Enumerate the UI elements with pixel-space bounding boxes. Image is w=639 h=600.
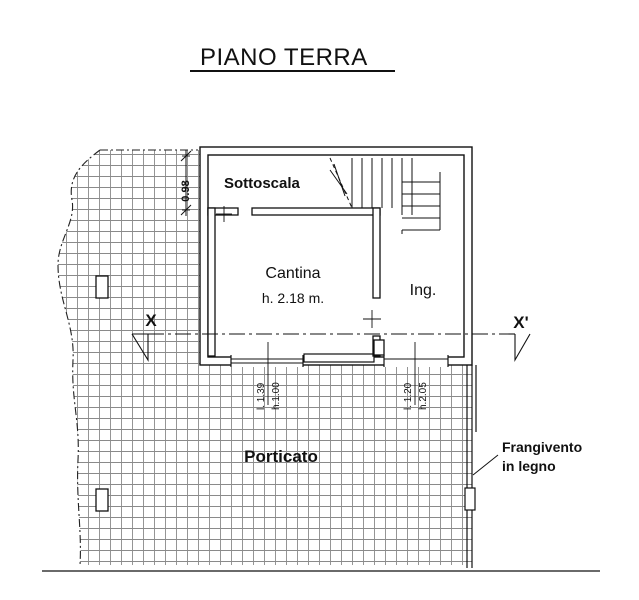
building-footprint [200,147,472,365]
room-label-porticato: Porticato [244,447,318,466]
dimension-label-window1-l: l. 1.39 [256,382,267,410]
center-marks [182,155,381,328]
staircase [329,157,441,234]
dimension-label-window1-h: h.1.00 [271,382,282,410]
room-label-ingresso: Ing. [410,282,437,299]
note-frangivento-line2: in legno [502,458,556,474]
bottom-openings [230,353,449,367]
section-line [131,333,531,363]
room-label-sottoscala: Sottoscala [224,175,301,192]
interior-walls [207,207,385,357]
dimension-label-window2-l: l. 1.20 [403,382,414,410]
note-frangivento-line1: Frangivento [502,439,582,455]
section-marker-left: X [145,311,157,330]
dimension-label-window2-h: h.2.05 [418,382,429,410]
pillar [95,488,109,512]
room-label-cantina: Cantina [265,265,320,282]
dimension-stair-clearance [180,150,192,216]
frangivento-wall [464,365,499,568]
pillar [95,275,109,299]
title-underline [190,70,395,72]
page-title: PIANO TERRA [200,44,368,71]
dimension-label-stair: 0.98 [180,180,192,201]
window-leaders [267,342,416,405]
section-marker-right: X' [513,313,528,332]
room-label-cantina-height: h. 2.18 m. [262,290,324,306]
